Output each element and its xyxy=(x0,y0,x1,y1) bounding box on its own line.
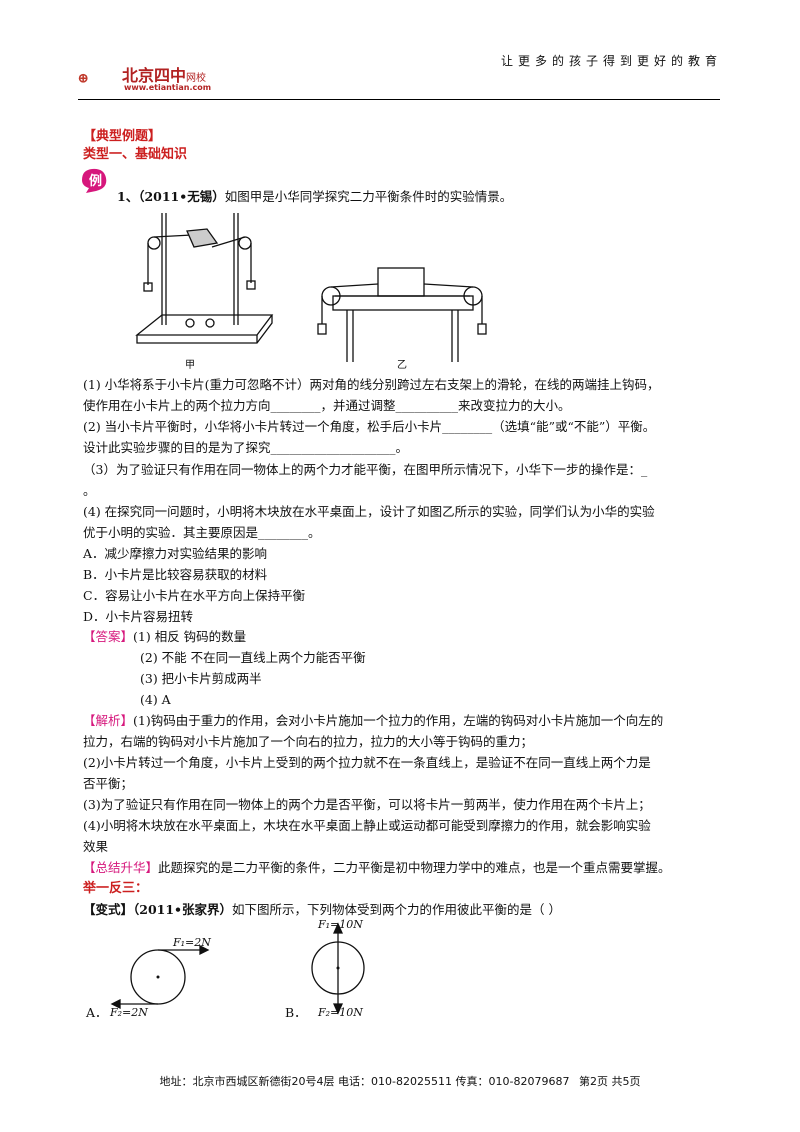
answer-line: (4) A xyxy=(140,692,171,707)
practice-title: 举一反三： xyxy=(83,881,149,896)
analysis-line: 【解析】(1)钩码由于重力的作用，会对小卡片施加一个拉力的作用，左端的钩码对小卡… xyxy=(83,713,664,728)
figure-jia-label: 甲 xyxy=(185,360,195,371)
logo-name: 北京四中网校 xyxy=(122,66,207,85)
analysis-line: 拉力，右端的钩码对小卡片施加了一个向右的拉力，拉力的大小等于钩码的重力； xyxy=(83,734,534,749)
page-footer: 地址：北京市西城区新德街20号4层 电话：010-82025511 传真：010… xyxy=(0,1073,800,1089)
slogan: 让更多的孩子得到更好的教育 xyxy=(500,54,722,68)
analysis-line: 效果 xyxy=(83,839,109,854)
analysis-line: (4)小明将木块放在水平桌面上，木块在水平桌面上静止或运动都可能受到摩擦力的作用… xyxy=(83,818,651,833)
analysis-line: (3)为了验证只有作用在同一物体上的两个力是否平衡，可以将卡片一剪两半，使力作用… xyxy=(83,797,651,812)
question-line: (2) 当小卡片平衡时，小华将小卡片转过一个角度，松手后小卡片________（… xyxy=(83,419,656,434)
figure-b-bottom-force: F₂=10N xyxy=(318,1006,363,1019)
summary-line: 【总结升华】此题探究的是二力平衡的条件，二力平衡是初中物理力学中的难点，也是一个… xyxy=(83,860,671,875)
option-b-label: B． xyxy=(285,1005,307,1020)
question-line: 。 xyxy=(83,483,96,498)
header-divider xyxy=(78,99,720,100)
example-badge-icon xyxy=(82,168,107,193)
type-title: 类型一、基础知识 xyxy=(83,147,188,162)
figure-yi xyxy=(317,267,487,362)
figure-yi-label: 乙 xyxy=(397,360,407,371)
answer-line: (2) 不能 不在同一直线上两个力能否平衡 xyxy=(140,650,366,665)
figure-a-bottom-force: F₂=2N xyxy=(110,1006,148,1019)
option-a-label: A． xyxy=(86,1005,108,1020)
question-line: 使作用在小卡片上的两个拉力方向________，并通过调整__________来… xyxy=(83,398,571,413)
option-b: B．小卡片是比较容易获取的材料 xyxy=(83,567,268,582)
option-a: A．减少摩擦力对实验结果的影响 xyxy=(83,546,268,561)
answer-line: 【答案】(1) 相反 钩码的数量 xyxy=(83,629,247,644)
question-line: （3）为了验证只有作用在同一物体上的两个力才能平衡，在图甲所示情况下，小华下一步… xyxy=(83,462,648,477)
figure-b xyxy=(311,922,365,1015)
answer-label: 【答案】 xyxy=(83,629,134,644)
footer-page: 第2页 共5页 xyxy=(578,1075,641,1088)
school-logo xyxy=(78,73,88,83)
logo-url: www.etiantian.com xyxy=(124,83,212,92)
figure-a-top-force: F₁=2N xyxy=(173,936,211,949)
question-line: (4) 在探究同一问题时，小明将木块放在水平桌面上，设计了如图乙所示的实验，同学… xyxy=(83,504,655,519)
question-line: (1) 小华将系于小卡片(重力可忽略不计）两对角的线分别跨过左右支架上的滑轮，在… xyxy=(83,377,660,392)
analysis-label: 【解析】 xyxy=(83,713,134,728)
question-stem: 1、（2011•无锡）如图甲是小华同学探究二力平衡条件时的实验情景。 xyxy=(117,189,513,204)
summary-label: 【总结升华】 xyxy=(83,860,159,875)
practice-stem: 【变式】（2011•张家界）如下图所示，下列物体受到两个力的作用彼此平衡的是（ … xyxy=(83,902,562,917)
typical-examples-label: 【典型例题】 xyxy=(83,129,162,144)
analysis-line: (2)小卡片转过一个角度，小卡片上受到的两个拉力就不在一条直线上，是验证不在同一… xyxy=(83,755,651,770)
analysis-line: 否平衡； xyxy=(83,776,134,791)
figure-b-top-force: F₁=10N xyxy=(318,918,363,931)
option-d: D．小卡片容易扭转 xyxy=(83,609,194,624)
answer-line: (3) 把小卡片剪成两半 xyxy=(140,671,262,686)
example-badge-text: 例 xyxy=(89,174,103,189)
question-line: 优于小明的实验．其主要原因是________。 xyxy=(83,525,321,540)
figure-a xyxy=(110,944,210,1010)
figure-jia xyxy=(135,213,274,344)
question-line: 设计此实验步骤的目的是为了探究____________________。 xyxy=(83,440,409,455)
footer-address: 地址：北京市西城区新德街20号4层 电话：010-82025511 传真：010… xyxy=(159,1075,570,1088)
option-c: C．容易让小卡片在水平方向上保持平衡 xyxy=(83,588,306,603)
